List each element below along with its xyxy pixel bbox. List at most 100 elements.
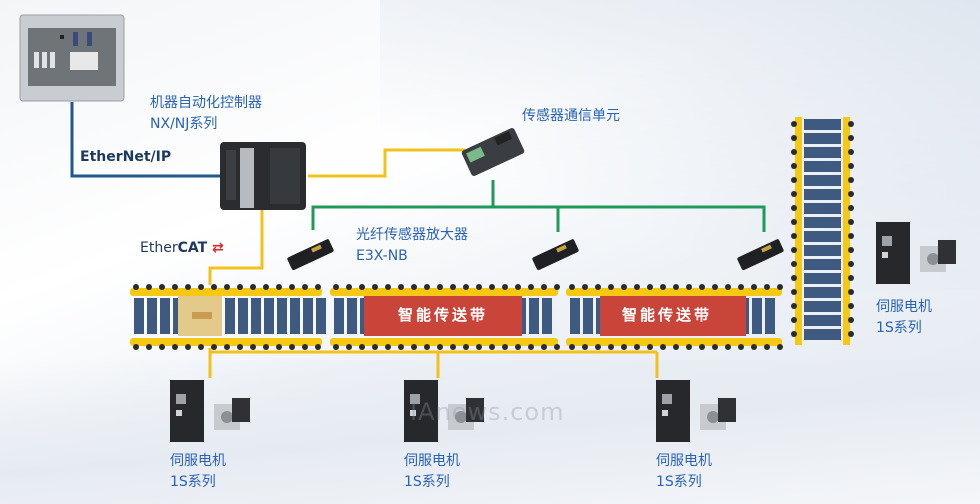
rail-bolt	[777, 284, 783, 290]
belt-band	[600, 296, 746, 336]
rail-bolt	[463, 284, 469, 290]
servo-1-series: 1S系列	[170, 474, 216, 490]
rail-bolt	[450, 284, 456, 290]
rail-bolt	[372, 344, 378, 350]
motor-shaft	[707, 411, 719, 423]
rail-bolt	[738, 344, 744, 350]
vertical-roller	[804, 147, 841, 158]
vertical-roller	[804, 245, 841, 256]
servo-3-series: 1S系列	[656, 474, 702, 490]
rail-bolt	[276, 284, 282, 290]
roller	[752, 298, 762, 334]
rail-bolt	[385, 344, 391, 350]
sensor-comm-unit-label: 传感器通信单元	[522, 108, 620, 124]
ethercat-arrow-icon: ⇄	[207, 240, 224, 256]
rail-bolt	[673, 284, 679, 290]
drive-port	[176, 394, 186, 404]
rail-bolt	[146, 284, 152, 290]
vertical-roller	[804, 175, 841, 186]
roller	[583, 298, 593, 334]
motor-body	[938, 240, 956, 264]
rail-bolt	[198, 344, 204, 350]
rail-bolt	[250, 284, 256, 290]
watermark: IAnews.com	[410, 398, 565, 426]
drive-port	[410, 394, 420, 404]
servo-4-series: 1S系列	[876, 320, 922, 336]
roller	[765, 298, 775, 334]
ethercat-line-controller-to-conveyor	[208, 210, 264, 285]
rail-bolt	[647, 344, 653, 350]
rail-bolt	[289, 344, 295, 350]
motor-body	[466, 398, 484, 422]
conveyor-label-2: 智能传送带	[622, 306, 713, 324]
vertical-roller	[804, 161, 841, 172]
rail-bolt	[582, 284, 588, 290]
rail-bolt	[791, 149, 797, 155]
rail-bolt	[211, 344, 217, 350]
rail-bolt	[185, 284, 191, 290]
rail-bolt	[608, 284, 614, 290]
sensor-comm-unit-device	[461, 128, 525, 176]
rail-bolt	[848, 247, 854, 253]
servo-1-title: 伺服电机	[170, 453, 226, 469]
conveyor-segment-1	[130, 284, 326, 350]
rail-bolt	[791, 289, 797, 295]
rail-bolt	[660, 284, 666, 290]
drive-indicator	[410, 410, 416, 416]
ethernet-ip-line	[70, 102, 222, 178]
rail-bolt	[437, 344, 443, 350]
rail-bolt	[751, 284, 757, 290]
rail-bolt	[276, 344, 282, 350]
motor-body	[232, 398, 250, 422]
rail-bolt	[738, 284, 744, 290]
package-tape	[192, 312, 212, 319]
roller	[290, 298, 300, 334]
rail-bolt	[791, 205, 797, 211]
rail-bolt	[848, 275, 854, 281]
fiber-amplifier-3	[737, 239, 784, 271]
vertical-rail-right	[843, 117, 850, 345]
rail-bolt	[848, 233, 854, 239]
drive-indicator	[176, 410, 182, 416]
roller	[277, 298, 287, 334]
rail-bolt	[791, 163, 797, 169]
rail-bolt	[848, 205, 854, 211]
roller	[529, 298, 539, 334]
rail-bolt	[463, 344, 469, 350]
rail-bolt	[764, 344, 770, 350]
rail-bolt	[699, 284, 705, 290]
fiber-amplifier-model: E3X-NB	[356, 248, 408, 264]
rail-bolt	[315, 344, 321, 350]
roller	[542, 298, 552, 334]
rail-bolt	[502, 344, 508, 350]
controller-device	[220, 142, 306, 210]
rail-bolt	[185, 344, 191, 350]
servo-1-device	[170, 380, 250, 442]
rail-bolt	[263, 344, 269, 350]
vertical-roller	[804, 203, 841, 214]
rail-bolt	[224, 344, 230, 350]
roller	[251, 298, 261, 334]
rail-bolt	[848, 121, 854, 127]
servo-4-title: 伺服电机	[876, 299, 932, 315]
roller	[264, 298, 274, 334]
controller-series: NX/NJ系列	[150, 116, 218, 132]
rail-bolt	[848, 191, 854, 197]
background-wave	[0, 360, 980, 504]
rail-bolt	[133, 284, 139, 290]
rail	[330, 288, 558, 296]
rail-bolt	[424, 284, 430, 290]
rail-bolt	[554, 344, 560, 350]
rail-bolt	[608, 344, 614, 350]
rail-bolt	[764, 284, 770, 290]
rail-bolt	[159, 284, 165, 290]
roller	[316, 298, 326, 334]
rail-bolt	[634, 344, 640, 350]
rail-bolt	[791, 121, 797, 127]
rail-bolt	[660, 344, 666, 350]
rail-bolt	[289, 284, 295, 290]
rail-bolt	[172, 284, 178, 290]
rail-bolt	[302, 284, 308, 290]
rail-bolt	[211, 284, 217, 290]
